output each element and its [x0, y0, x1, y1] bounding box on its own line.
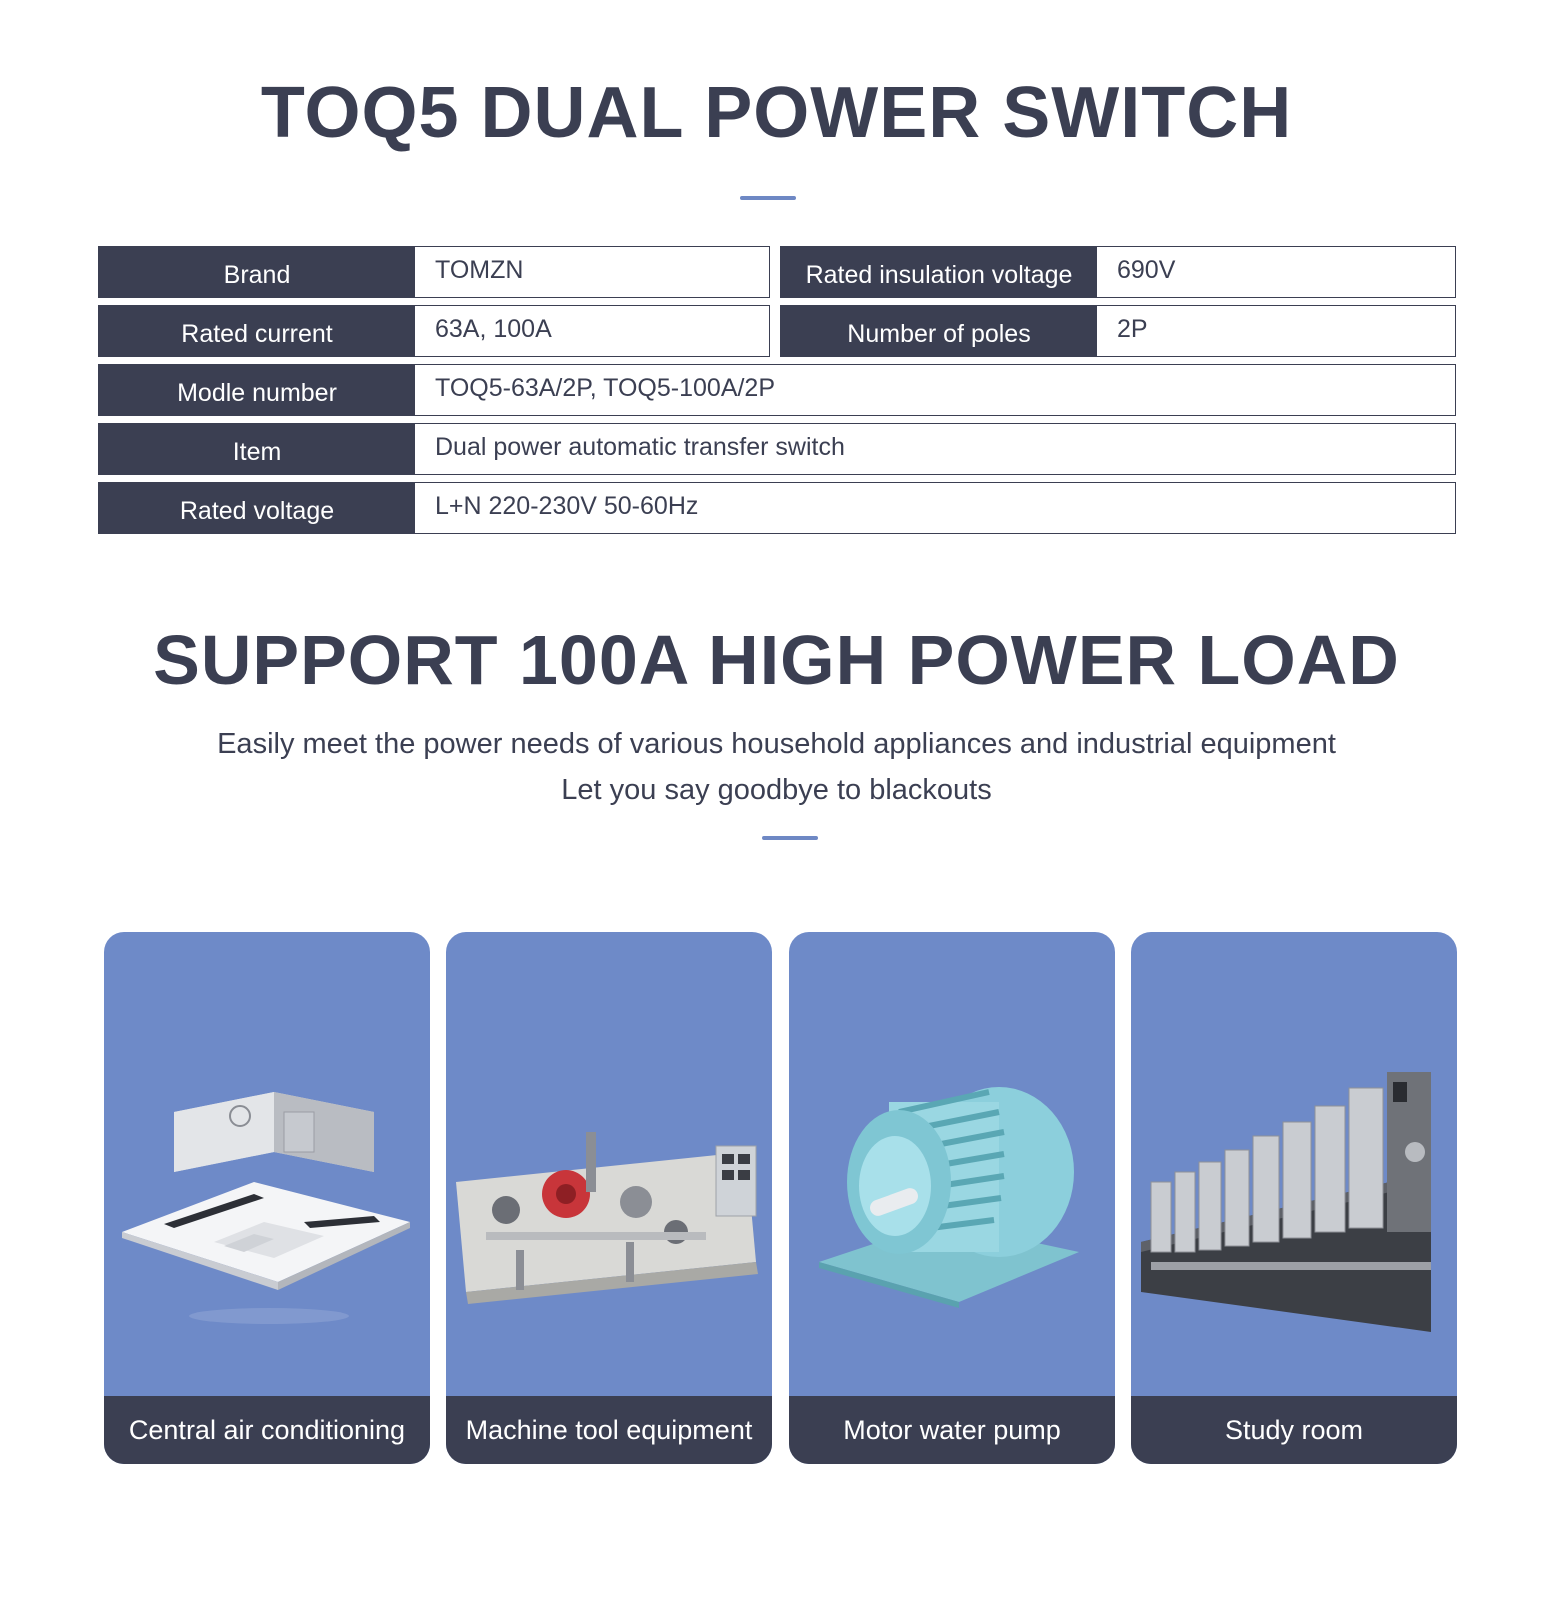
spec-label: Rated voltage: [99, 483, 415, 533]
page-title: TOQ5 DUAL POWER SWITCH: [260, 73, 1293, 153]
spec-label: Rated current: [99, 306, 415, 356]
spec-label: Modle number: [99, 365, 415, 415]
spec-value: TOQ5-63A/2P, TOQ5-100A/2P: [435, 373, 776, 402]
spec-value: 690V: [1117, 255, 1176, 284]
spec-row-insulation-voltage: Rated insulation voltage 690V: [780, 246, 1456, 298]
spec-value: 63A, 100A: [435, 314, 552, 343]
spec-label: Brand: [99, 247, 415, 297]
air-conditioner-illustration-icon: [122, 1092, 410, 1324]
card-caption: Machine tool equipment: [446, 1396, 772, 1464]
card-caption: Study room: [1131, 1396, 1457, 1464]
application-card-study-room: Study room: [1131, 932, 1457, 1464]
spec-value: L+N 220-230V 50-60Hz: [435, 491, 699, 520]
spec-row-poles: Number of poles 2P: [780, 305, 1456, 357]
spec-value: Dual power automatic transfer switch: [435, 432, 845, 461]
printing-press-illustration-icon: [1141, 1072, 1431, 1332]
spec-label: Rated insulation voltage: [781, 247, 1097, 297]
application-card-air-conditioning: Central air conditioning: [104, 932, 430, 1464]
spec-row-brand: Brand TOMZN: [98, 246, 770, 298]
section-subtitle-line2: Let you say goodbye to blackouts: [561, 774, 992, 806]
card-caption: Central air conditioning: [104, 1396, 430, 1464]
spec-row-item: Item Dual power automatic transfer switc…: [98, 423, 1456, 475]
spec-label: Item: [99, 424, 415, 474]
spec-value: TOMZN: [435, 255, 524, 284]
machine-tool-illustration-icon: [456, 1132, 758, 1304]
section-divider: [762, 836, 818, 840]
motor-illustration-icon: [819, 1087, 1079, 1308]
spec-row-rated-voltage: Rated voltage L+N 220-230V 50-60Hz: [98, 482, 1456, 534]
card-caption: Motor water pump: [789, 1396, 1115, 1464]
application-card-machine-tool: Machine tool equipment: [446, 932, 772, 1464]
spec-row-rated-current: Rated current 63A, 100A: [98, 305, 770, 357]
application-card-motor-pump: Motor water pump: [789, 932, 1115, 1464]
spec-label: Number of poles: [781, 306, 1097, 356]
section-title: SUPPORT 100A HIGH POWER LOAD: [153, 621, 1400, 699]
section-subtitle-line1: Easily meet the power needs of various h…: [217, 728, 1336, 760]
spec-row-model: Modle number TOQ5-63A/2P, TOQ5-100A/2P: [98, 364, 1456, 416]
title-divider: [740, 196, 796, 200]
spec-value: 2P: [1117, 314, 1148, 343]
